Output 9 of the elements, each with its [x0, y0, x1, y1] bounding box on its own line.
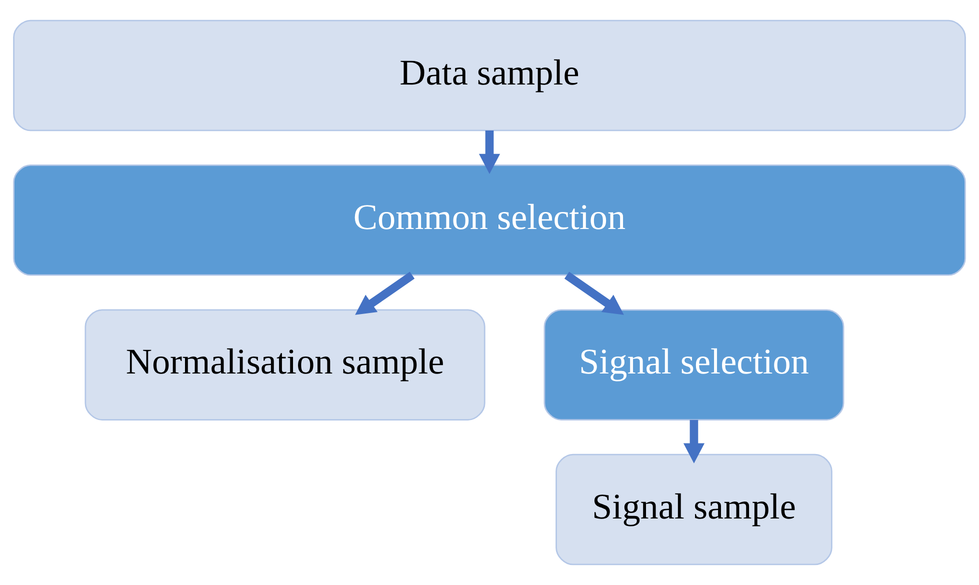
node-box: Signal selection [544, 309, 844, 420]
node-box: Common selection [13, 164, 966, 276]
node-box: Signal sample [556, 454, 832, 566]
arrow [683, 420, 705, 464]
node-box: Data sample [13, 20, 966, 132]
node-box: Normalisation sample [84, 309, 486, 420]
arrow [564, 272, 624, 315]
arrow [355, 272, 415, 315]
arrow [478, 130, 500, 174]
